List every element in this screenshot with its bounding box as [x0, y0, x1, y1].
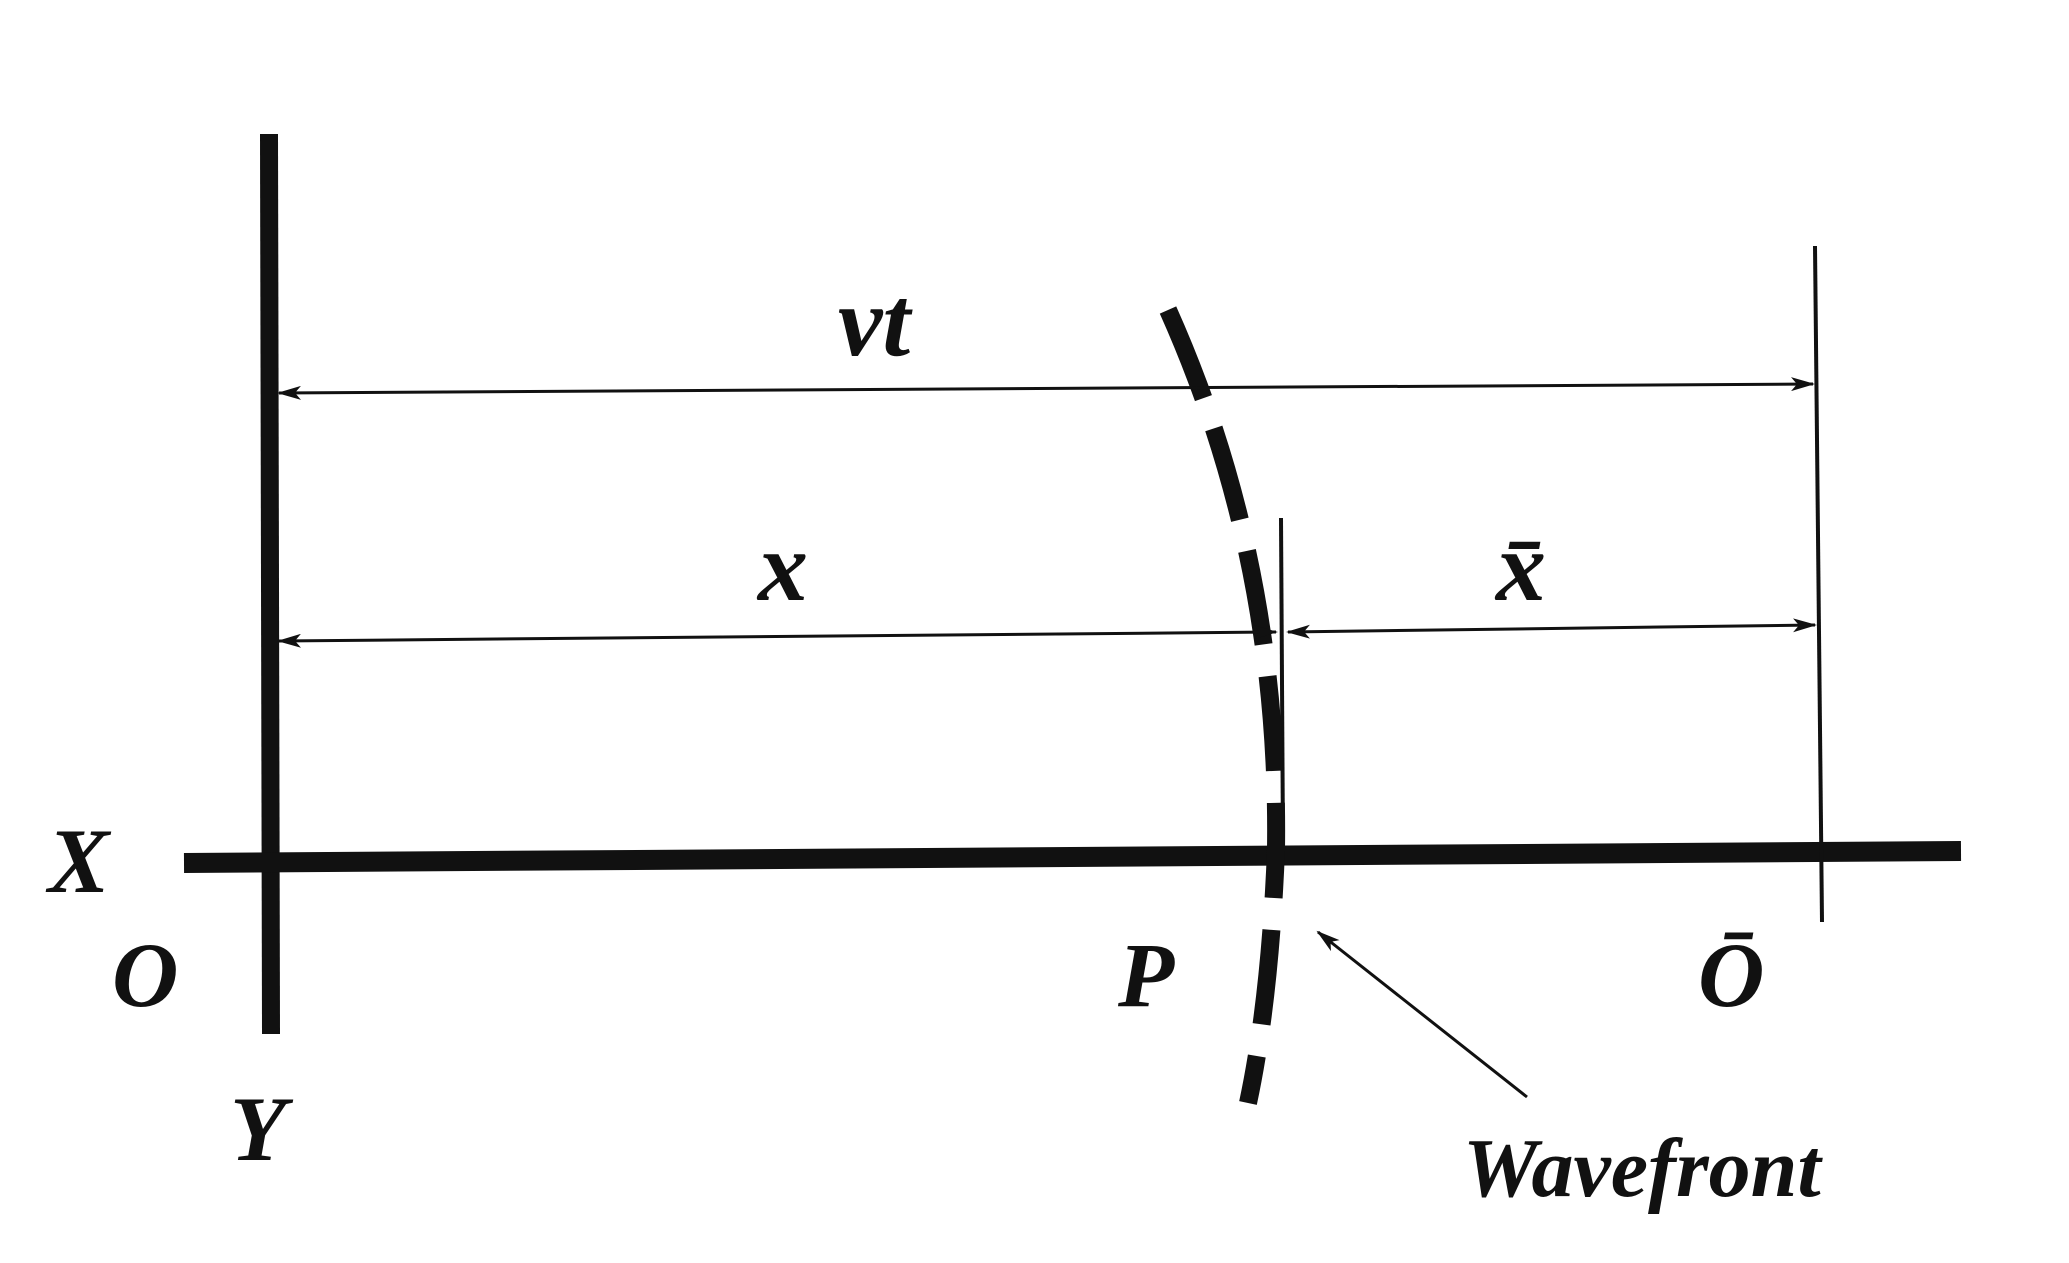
x-bar-dimension-arrow: [1286, 618, 1817, 639]
x-axis-line: [183, 841, 1962, 873]
origin-o-bar-label: Ō: [1698, 924, 1764, 1026]
p-vertical-line: [1279, 517, 1285, 848]
o-bar-vertical-line: [1813, 245, 1824, 923]
wavefront-pointer-arrow: [1316, 930, 1528, 1099]
y-axis-line: [260, 133, 280, 1035]
origin-o-label: O: [112, 924, 178, 1026]
wavefront-curve: [1159, 306, 1286, 1105]
x-label: x: [756, 511, 808, 622]
y-axis-label: Y: [230, 1078, 294, 1180]
x-dimension-arrow: [277, 625, 1278, 648]
wavefront-label: Wavefront: [1463, 1122, 1823, 1215]
point-p-label: P: [1117, 924, 1175, 1026]
vt-label: vt: [838, 266, 913, 377]
x-bar-label: x̄: [1494, 511, 1546, 622]
vt-dimension-arrow: [277, 377, 1815, 400]
x-axis-label: X: [45, 810, 112, 912]
